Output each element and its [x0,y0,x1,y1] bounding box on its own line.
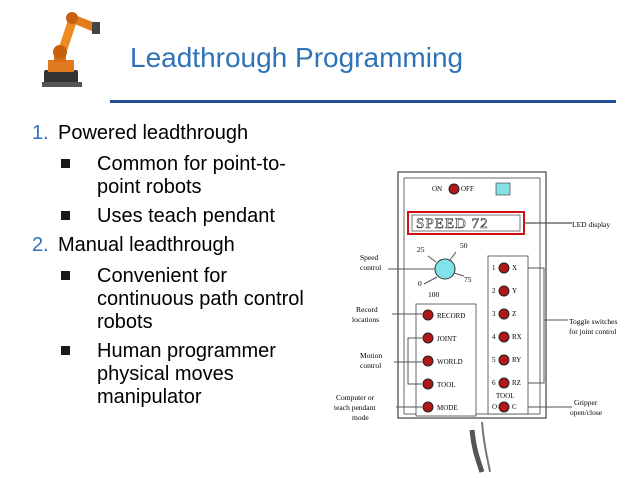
gripper-switch[interactable]: O C [492,401,517,413]
mode-button-label: WORLD [437,358,463,366]
sub-bullet-text: Common for point-to-point robots [97,153,286,198]
square-bullet-icon [61,346,70,355]
callout-computer: teach pendant [334,403,376,412]
toggle-axis: X [512,264,517,272]
toggle-number: 5 [492,356,496,364]
sub-bullet-text: Human programmer physical moves manipula… [97,340,276,408]
power-off-label: OFF [461,185,474,193]
toggle-axis: Y [512,287,517,295]
power-button-icon[interactable] [448,183,460,195]
gripper-open-label: O [492,403,497,411]
square-bullet-icon [61,211,70,220]
sub-bullet: Common for point-to-point robots [26,153,326,199]
speed-dial-icon[interactable] [434,258,456,280]
sub-bullet-text: Convenient for continuous path control r… [97,265,304,333]
mode-button-label: MODE [437,404,458,412]
slide-title: Leadthrough Programming [130,42,464,73]
toggle-switch[interactable]: 6 RZ [492,377,521,389]
mode-button[interactable]: WORLD [422,355,463,367]
toggle-switch[interactable]: 4 RX [492,331,522,343]
gripper-close-label: C [512,403,517,411]
callout-computer: Computer or [336,393,375,402]
toggle-switch[interactable]: 1 X [492,262,517,274]
dial-tick: 100 [428,290,440,299]
callout-led-display: LED display [572,220,610,229]
sub-bullet: Human programmer physical moves manipula… [26,340,326,409]
toggle-number: 4 [492,333,496,341]
mode-button[interactable]: JOINT [422,332,457,344]
mode-button-label: TOOL [437,381,456,389]
callout-gripper: Gripper [574,398,598,407]
square-bullet-icon [61,271,70,280]
tool-label: TOOL [496,392,515,400]
mode-button[interactable]: TOOL [422,378,456,390]
sub-bullet-text: Uses teach pendant [97,205,275,227]
callout-toggle: Toggle switches [569,317,618,326]
mode-button[interactable]: MODE [422,401,458,413]
bullet-list: 1. Powered leadthrough Common for point-… [26,122,326,409]
square-bullet-icon [61,159,70,168]
toggle-number: 2 [492,287,496,295]
toggle-axis: RY [512,356,521,364]
sub-bullet: Convenient for continuous path control r… [26,265,326,334]
toggle-axis: RX [512,333,522,341]
dial-tick: 0 [418,279,422,288]
mode-button-label: RECORD [437,312,465,320]
teach-pendant-diagram: ON OFF SPEED 72 LED display 25 50 0 75 1… [334,171,618,473]
sub-bullet: Uses teach pendant [26,205,326,228]
dial-tick: 75 [464,275,472,284]
toggle-number: 6 [492,379,496,387]
dial-tick: 50 [460,241,468,250]
item-number: 1. [32,122,49,144]
callout-speed: control [360,263,381,272]
callout-record: locations [352,315,379,324]
callout-computer: mode [352,413,369,422]
mode-button[interactable]: RECORD [422,309,465,321]
callout-gripper: open/close [570,408,603,417]
item-number: 2. [32,234,49,256]
robot-arm-image [42,12,100,87]
toggle-axis: Z [512,310,516,318]
toggle-number: 1 [492,264,496,272]
item-text: Manual leadthrough [58,234,235,256]
list-item: 1. Powered leadthrough [26,122,326,145]
callout-motion: Motion [360,351,382,360]
mode-button-label: JOINT [437,335,457,343]
dial-tick: 25 [417,245,425,254]
toggle-switch[interactable]: 2 Y [492,285,517,297]
toggle-number: 3 [492,310,496,318]
callout-toggle: for joint control [569,327,617,336]
toggle-axis: RZ [512,379,521,387]
led-display-text: SPEED 72 [416,216,489,232]
title-underline [110,100,616,103]
power-on-label: ON [432,185,442,193]
callout-motion: control [360,361,381,370]
off-indicator-icon [495,182,511,196]
toggle-switch[interactable]: 5 RY [492,354,521,366]
toggle-switch[interactable]: 3 Z [492,308,516,320]
callout-speed: Speed [360,253,379,262]
callout-record: Record [356,305,378,314]
item-text: Powered leadthrough [58,122,249,144]
list-item: 2. Manual leadthrough [26,234,326,257]
